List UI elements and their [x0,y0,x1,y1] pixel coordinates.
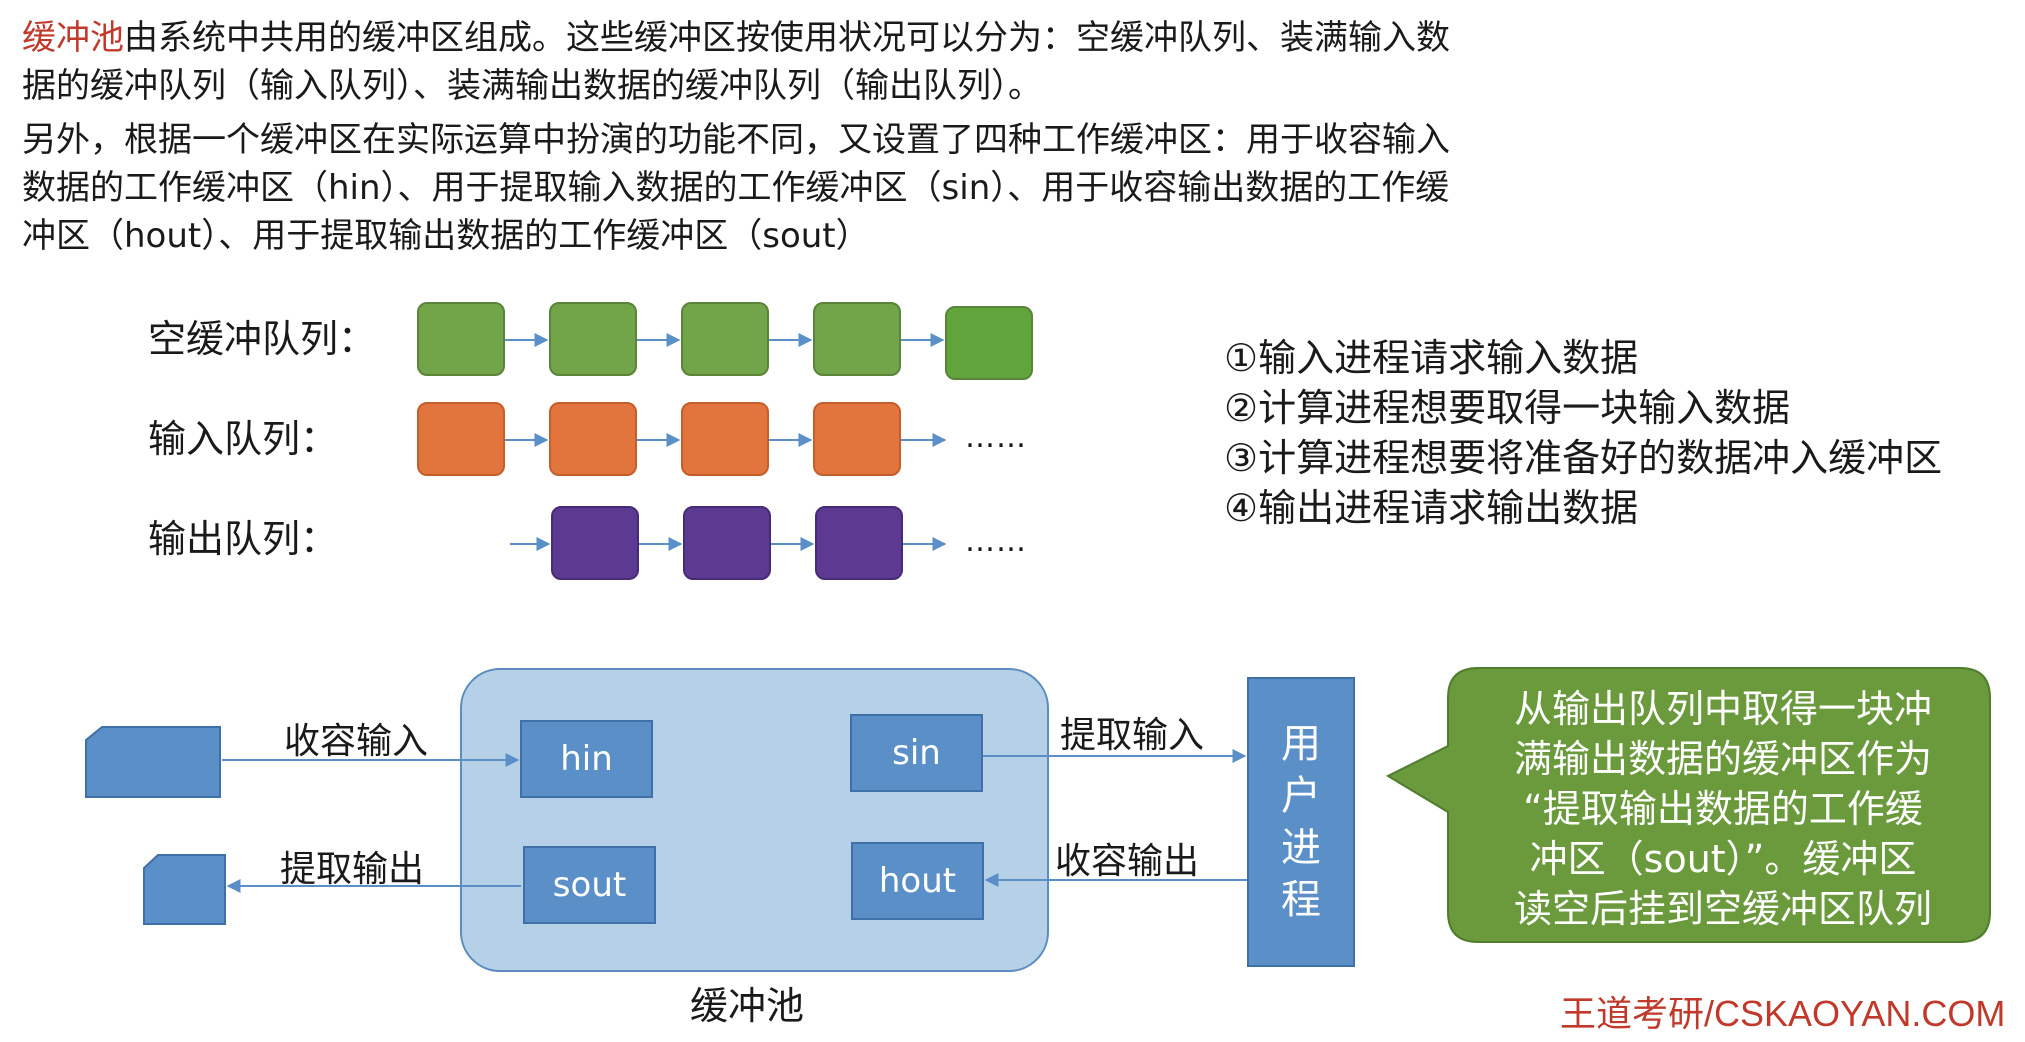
brand-watermark: 王道考研/CSKAOYAN.COM [1560,993,2006,1034]
output-device-icon [143,854,226,925]
input-buffer [681,402,769,476]
sin-buffer: sin [850,714,983,792]
output-buffer [551,506,639,580]
sout-buffer: sout [523,846,656,924]
output-queue-ellipsis: …… [965,524,1027,559]
intro-line-3: 另外，根据一个缓冲区在实际运算中扮演的功能不同，又设置了四种工作缓冲区：用于收容… [22,120,1450,160]
input-buffer [549,402,637,476]
output-queue-label: 输出队列： [148,517,339,561]
intro-line-5: 冲区（hout）、用于提取输出数据的工作缓冲区（sout） [22,216,870,256]
term-buffer-pool: 缓冲池 [22,18,124,58]
intro-line-4: 数据的工作缓冲区（hin）、用于提取输入数据的工作缓冲区（sin）、用于收容输出… [22,168,1450,208]
callout-text: 从输出队列中取得一块冲 满输出数据的缓冲区作为 “提取输出数据的工作缓 冲区（s… [1513,687,1932,931]
input-buffer [813,402,901,476]
input-buffer [417,402,505,476]
callout-bubble [1385,667,1991,943]
empty-buffer [813,302,901,376]
empty-buffer [681,302,769,376]
input-queue-label: 输入队列： [148,417,339,461]
step-3: ③计算进程想要将准备好的数据冲入缓冲区 [1224,436,1943,480]
collect-output-label: 收容输出 [1055,841,1200,882]
empty-buffer [549,302,637,376]
step-4: ④输出进程请求输出数据 [1224,486,1639,530]
extract-output-label: 提取输出 [280,849,425,890]
input-device-icon [85,726,221,798]
intro-line-2: 据的缓冲队列（输入队列）、装满输出数据的缓冲队列（输出队列）。 [22,66,1042,106]
empty-buffer [945,306,1033,380]
empty-buffer [417,302,505,376]
output-buffer [815,506,903,580]
intro-line-1: 缓冲池由系统中共用的缓冲区组成。这些缓冲区按使用状况可以分为：空缓冲队列、装满输… [22,18,1450,58]
hout-buffer: hout [851,842,984,920]
extract-input-label: 提取输入 [1060,715,1205,756]
empty-queue-label: 空缓冲队列： [148,317,377,361]
user-process: 用 户 进 程 [1247,677,1355,967]
step-1: ①输入进程请求输入数据 [1224,336,1639,380]
buffer-pool-label: 缓冲池 [690,984,805,1028]
step-2: ②计算进程想要取得一块输入数据 [1224,386,1791,430]
output-buffer [683,506,771,580]
hin-buffer: hin [520,720,653,798]
collect-input-label: 收容输入 [284,721,429,762]
input-queue-ellipsis: …… [965,420,1027,455]
